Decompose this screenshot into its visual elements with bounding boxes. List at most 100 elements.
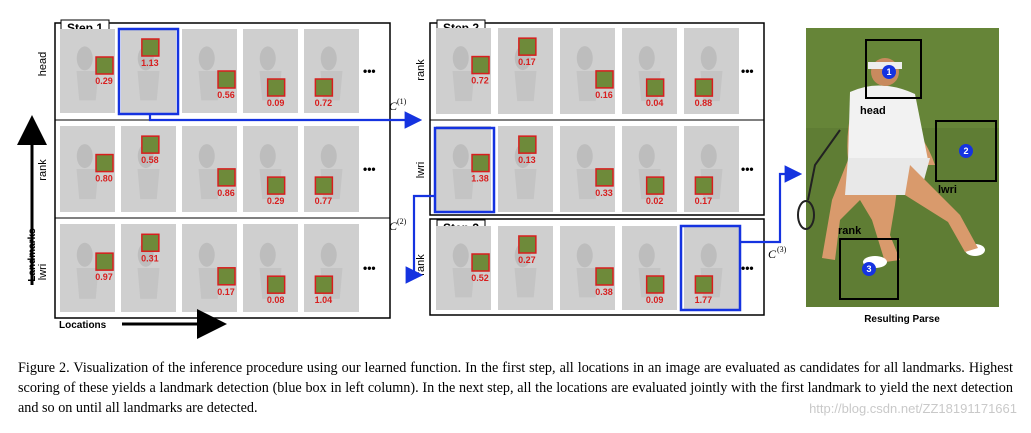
candidate-thumbnail xyxy=(595,267,614,286)
candidate-thumbnail xyxy=(95,153,114,173)
parse-label-lwri: lwri xyxy=(938,184,957,196)
connector-c2-symbol: C xyxy=(389,219,398,233)
location-tile: 0.97 xyxy=(60,224,115,312)
location-tile: 0.58 xyxy=(121,126,176,212)
location-score: 1.77 xyxy=(695,295,713,305)
candidate-thumbnail xyxy=(645,176,665,195)
candidate-thumbnail xyxy=(141,135,160,154)
location-tile: 0.27 xyxy=(498,226,553,310)
location-tile: 0.56 xyxy=(182,29,237,113)
location-score: 0.02 xyxy=(646,196,664,206)
location-tile: 1.13 xyxy=(121,29,176,113)
candidate-thumbnail xyxy=(645,275,665,294)
location-tile: 0.04 xyxy=(622,28,677,114)
location-tile: 0.80 xyxy=(60,126,115,212)
location-score: 0.29 xyxy=(95,76,113,86)
candidate-thumbnail xyxy=(95,56,114,75)
step2-highlight-box xyxy=(433,126,496,214)
connector-c2: C (2) xyxy=(389,194,435,284)
candidate-thumbnail xyxy=(694,176,714,195)
connector-c1-symbol: C xyxy=(389,99,398,113)
more-locations-ellipsis: ••• xyxy=(741,261,754,275)
location-score: 1.13 xyxy=(141,58,159,68)
locations-axis-label: Locations xyxy=(59,320,107,331)
connector-c1: C (1) xyxy=(148,97,423,129)
candidate-thumbnail xyxy=(518,235,537,254)
candidate-thumbnail xyxy=(266,275,286,294)
parse-marker-3 xyxy=(862,262,876,276)
connector-c2-sup: (2) xyxy=(397,217,407,226)
candidate-thumbnail xyxy=(314,78,334,97)
location-score: 0.17 xyxy=(518,57,536,67)
location-tile: 0.72 xyxy=(304,29,359,113)
step3-highlight-box xyxy=(679,224,742,312)
location-tile: 0.88 xyxy=(684,28,739,114)
candidate-thumbnail xyxy=(141,38,160,57)
candidate-thumbnail xyxy=(694,275,714,294)
candidate-thumbnail xyxy=(471,253,490,272)
more-locations-ellipsis: ••• xyxy=(363,261,376,275)
candidate-thumbnail xyxy=(595,70,614,89)
location-tile: 0.38 xyxy=(560,226,615,310)
candidate-thumbnail xyxy=(694,78,714,97)
location-score: 0.29 xyxy=(267,196,285,206)
location-score: 0.86 xyxy=(217,188,235,198)
location-score: 0.31 xyxy=(141,253,159,263)
location-tile: 0.72 xyxy=(436,28,491,114)
location-tile: 0.33 xyxy=(560,126,615,212)
candidate-thumbnail xyxy=(518,37,537,56)
location-score: 0.72 xyxy=(471,76,489,86)
candidate-thumbnail xyxy=(266,78,286,97)
candidate-thumbnail xyxy=(266,176,286,195)
resulting-parse-photo: 1 2 3 head lwri rank Resulting Parse xyxy=(797,28,999,325)
connector-c1-sup: (1) xyxy=(397,97,407,106)
location-score: 0.77 xyxy=(315,196,333,206)
candidate-thumbnail xyxy=(95,252,114,271)
location-tile: 0.17 xyxy=(182,224,237,312)
location-score: 0.08 xyxy=(267,295,285,305)
location-score: 0.16 xyxy=(595,90,613,100)
location-tile: 0.17 xyxy=(498,28,553,114)
location-tile: 0.31 xyxy=(121,224,176,312)
location-score: 0.17 xyxy=(217,287,235,297)
connector-c3-symbol: C xyxy=(768,247,777,261)
candidate-thumbnail xyxy=(471,55,490,75)
figure-caption: Figure 2. Visualization of the inference… xyxy=(18,360,1013,416)
more-locations-ellipsis: ••• xyxy=(363,162,376,176)
parse-marker-2-label: 2 xyxy=(963,146,968,156)
candidate-thumbnail xyxy=(645,78,665,97)
candidate-thumbnail xyxy=(217,168,236,187)
step2-panel: Step 2 0.720.170.160.040.88••• 1.380.130… xyxy=(415,19,765,216)
parse-marker-1 xyxy=(882,65,896,79)
locations-axis: Locations xyxy=(59,309,227,339)
watermark: http://blog.csdn.net/ZZ18191171661 xyxy=(809,401,1017,416)
location-score: 0.52 xyxy=(471,273,489,283)
resulting-parse-title: Resulting Parse xyxy=(864,314,940,325)
location-tile: 1.38 xyxy=(436,126,491,212)
location-tile: 0.09 xyxy=(622,226,677,310)
location-tile: 0.02 xyxy=(622,126,677,212)
parse-marker-1-label: 1 xyxy=(886,67,891,77)
candidate-thumbnail xyxy=(314,176,334,195)
location-tile: 0.29 xyxy=(60,29,115,113)
parse-label-head: head xyxy=(860,105,886,117)
step3-row-label-rank: rank xyxy=(415,254,427,276)
location-score: 0.04 xyxy=(646,98,664,108)
location-tile: 0.13 xyxy=(498,126,553,212)
step1-row-label-head: head xyxy=(37,52,49,76)
candidate-thumbnail xyxy=(314,275,334,294)
location-score: 0.09 xyxy=(646,295,664,305)
location-score: 0.88 xyxy=(695,98,713,108)
player-figure xyxy=(797,58,985,268)
step3-row-rank: 0.52 0.270.38 0.09 1.77 ••• xyxy=(436,226,754,310)
location-score: 0.72 xyxy=(315,98,333,108)
candidate-thumbnail xyxy=(518,135,537,154)
location-tile: 0.17 xyxy=(684,126,739,212)
candidate-thumbnail xyxy=(217,70,236,89)
connector-c3: C (3) xyxy=(740,165,803,261)
